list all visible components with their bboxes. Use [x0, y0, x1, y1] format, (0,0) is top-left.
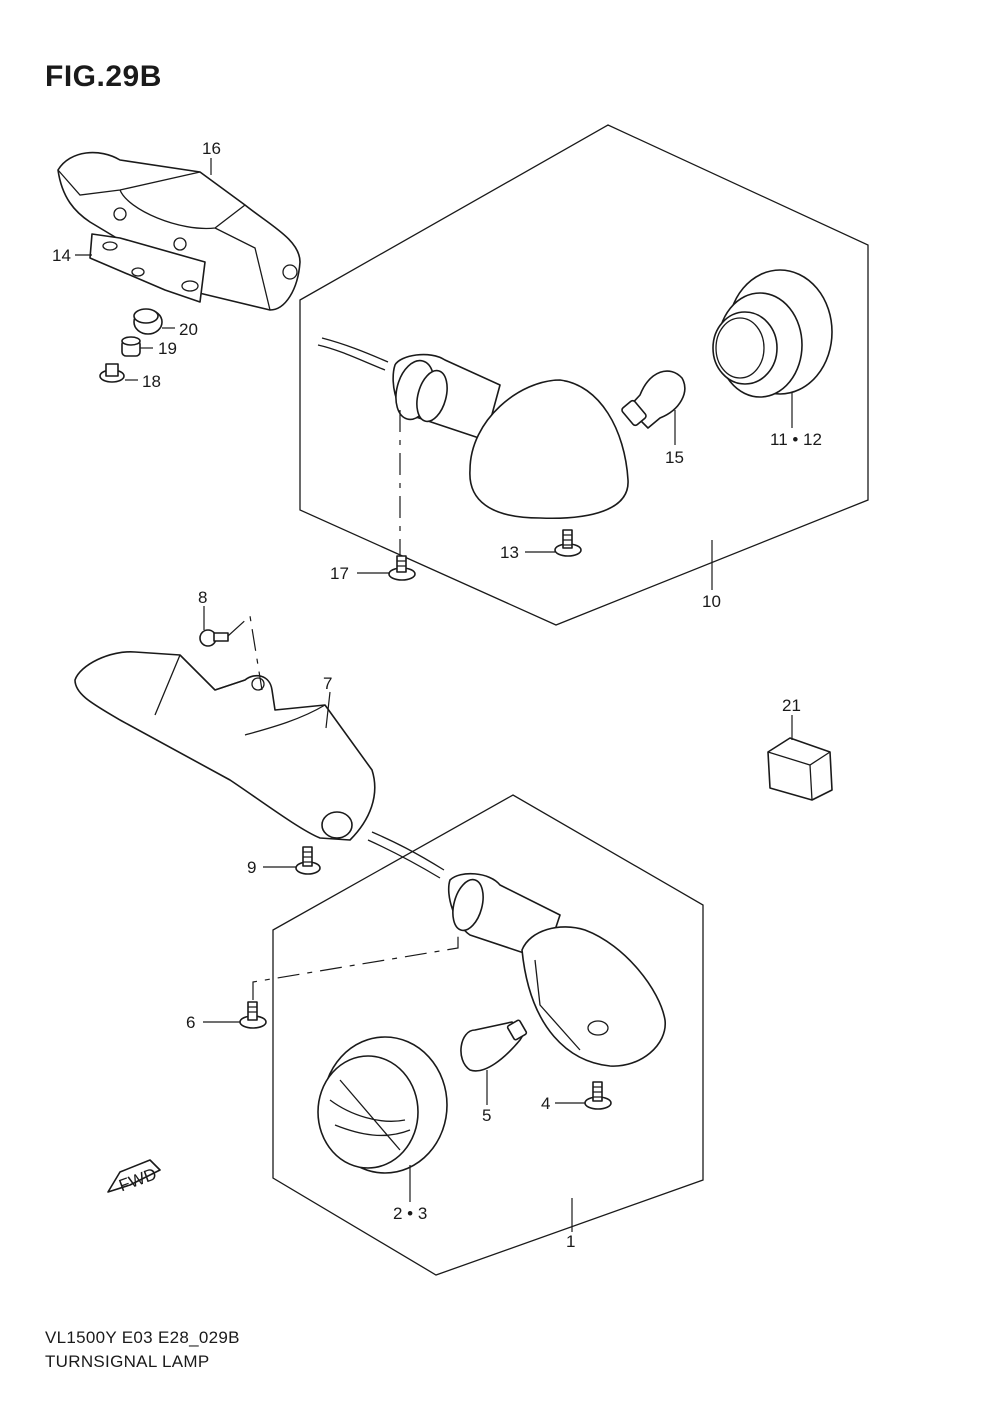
callout-15: 14 [52, 246, 71, 265]
callout-labels: 16 14 20 19 18 15 11 • 12 13 17 10 8 7 2… [52, 139, 822, 1251]
lower-lamp-body [447, 872, 666, 1067]
figure-caption: TURNSIGNAL LAMP [45, 1352, 210, 1371]
grommet-20-icon [133, 308, 163, 335]
screw-18-icon [99, 363, 125, 383]
callout-21: 21 [782, 696, 801, 715]
leader-lines [75, 158, 793, 1232]
callout-9: 9 [247, 858, 256, 877]
callout-10: 10 [702, 592, 721, 611]
screw-6-icon [239, 1001, 267, 1029]
fwd-label: FWD [116, 1164, 159, 1195]
screw-16-icon [388, 555, 416, 581]
figure-title: FIG.29B [45, 60, 162, 93]
screw-9-icon [295, 846, 321, 875]
upper-lamp-wire [317, 337, 389, 371]
callout-7: 7 [323, 674, 332, 693]
fwd-arrow-icon: FWD [107, 1159, 161, 1195]
callout-1: 1 [566, 1232, 575, 1251]
callout-17: 16 [202, 139, 221, 158]
callout-19: 19 [158, 339, 177, 358]
callout-18: 18 [142, 372, 161, 391]
lower-bracket [74, 651, 376, 841]
callout-11-12: 11 • 12 [770, 430, 822, 449]
callout-8: 8 [198, 588, 207, 607]
callout-2-3: 2 • 3 [393, 1204, 427, 1223]
upper-assembly-boundary [299, 124, 869, 626]
screw-8-icon [199, 629, 229, 647]
callout-13: 13 [500, 543, 519, 562]
upper-lamp-body [392, 353, 629, 520]
callout-5: 5 [482, 1106, 491, 1125]
lower-assembly-boundary [272, 794, 704, 1276]
upper-bulb [621, 370, 686, 429]
screw-4-icon [584, 1081, 612, 1110]
callout-20: 20 [179, 320, 198, 339]
lower-bulb [460, 1019, 528, 1072]
callout-14: 15 [665, 448, 684, 467]
relay-21 [767, 737, 833, 801]
upper-lens-ring [712, 269, 833, 398]
bracket-plate [89, 233, 206, 303]
callout-4: 4 [541, 1094, 550, 1113]
lower-lamp-wire [367, 831, 445, 879]
lower-lens [317, 1036, 448, 1174]
upper-bracket [57, 151, 301, 311]
callout-16: 17 [330, 564, 349, 583]
collar-19-icon [121, 336, 141, 357]
callout-6: 6 [186, 1013, 195, 1032]
figure-code: VL1500Y E03 E28_029B [45, 1328, 240, 1347]
screw-13-icon [554, 529, 582, 557]
